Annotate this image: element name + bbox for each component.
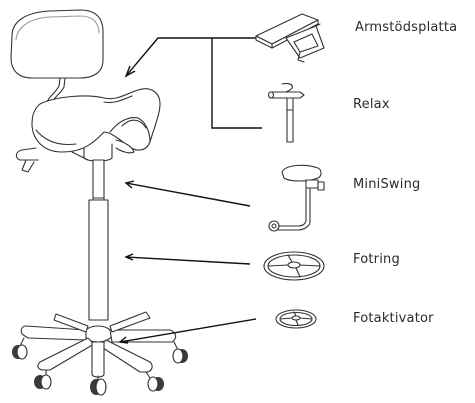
- relax-drawing: [267, 82, 305, 143]
- gas-cylinder: [88, 199, 109, 321]
- caster-wheel: [90, 375, 107, 396]
- caster-wheel: [145, 371, 164, 392]
- base-leg: [37, 337, 95, 371]
- base-leg: [99, 339, 153, 373]
- caster-wheel: [12, 337, 28, 360]
- footactivator-label: Fotaktivator: [353, 311, 434, 326]
- relax-callout-line: [211, 38, 262, 129]
- saddle-seat: [31, 88, 161, 153]
- backrest: [10, 9, 104, 79]
- armrest-callout-line: [125, 37, 262, 77]
- saddle-chair: [10, 9, 188, 396]
- footring-label: Fotring: [353, 252, 400, 267]
- base-leg: [91, 341, 105, 378]
- callout-lines: [118, 37, 262, 344]
- footring-callout-line: [125, 256, 251, 265]
- footactivator-callout-line: [119, 318, 257, 343]
- relax-label: Relax: [353, 97, 390, 112]
- base-leg: [20, 325, 87, 341]
- caster-wheel: [34, 369, 52, 390]
- miniswing-callout-line: [125, 182, 251, 207]
- miniswing-label: MiniSwing: [353, 177, 421, 192]
- base-leg: [109, 329, 177, 343]
- caster-wheel: [172, 341, 188, 364]
- miniswing-drawing: [268, 164, 325, 232]
- armrest-plate-drawing: [255, 13, 325, 63]
- armrest-plate-label: Armstödsplatta: [355, 20, 458, 35]
- footactivator-drawing: [275, 309, 317, 329]
- footring-drawing: [263, 251, 325, 281]
